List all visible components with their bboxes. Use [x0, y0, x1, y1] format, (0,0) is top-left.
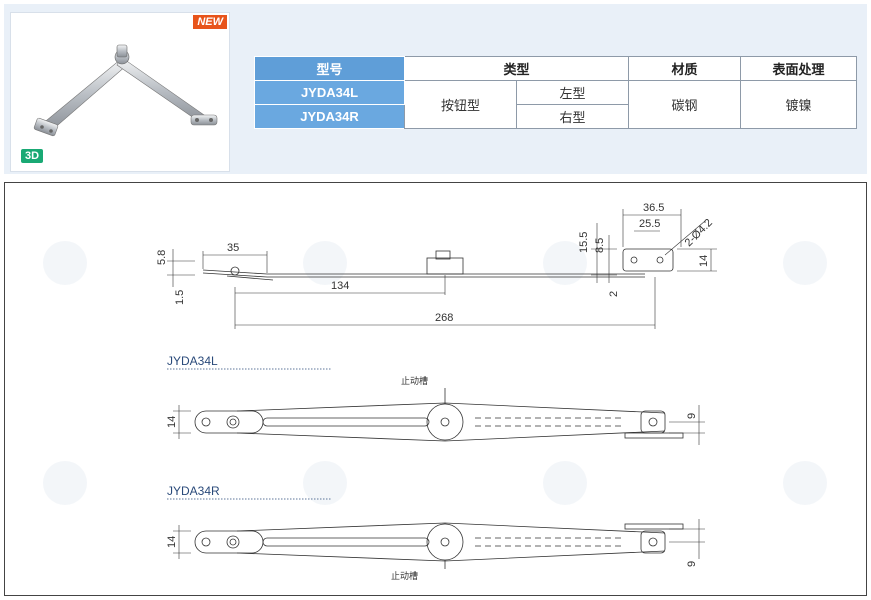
- table-row: JYDA34R 右型: [254, 104, 857, 129]
- spec-header-row: 型号 类型 材质 表面处理: [254, 56, 857, 81]
- lid-stay-image: [33, 44, 218, 137]
- dim-134: 134: [331, 280, 349, 292]
- type-main-cell: 按钮型: [404, 80, 517, 129]
- dim-5-8: 5.8: [156, 250, 168, 265]
- dim-9: 9: [686, 413, 698, 419]
- dim-8-5: 8.5: [594, 238, 606, 253]
- technical-drawing: 35 5.8 1.5 134 268 36.5 25.5 2-Ø4.2: [4, 182, 867, 596]
- watermark-logo: [43, 241, 827, 505]
- dim-15-5: 15.5: [578, 232, 590, 253]
- model-cell: JYDA34R: [254, 104, 405, 129]
- dim-268: 268: [435, 312, 453, 324]
- product-summary-panel: NEW 3D 型号 类型 材质 表面处理 JYDA34L 按钮型 左型 碳钢 镀…: [4, 4, 867, 174]
- header-model: 型号: [254, 56, 405, 81]
- top-view-left-labels: 14 9 止动槽: [166, 375, 698, 428]
- stop-groove-label: 止动槽: [401, 375, 428, 387]
- dim-36-5: 36.5: [643, 202, 664, 214]
- header-material: 材质: [628, 56, 741, 81]
- table-row: JYDA34L 按钮型 左型 碳钢 镀镍: [254, 80, 857, 129]
- top-view-right-labels: 14 9 止动槽: [166, 536, 698, 582]
- dim-35: 35: [227, 242, 239, 254]
- header-surface: 表面处理: [740, 56, 857, 81]
- dim-14: 14: [166, 536, 178, 548]
- variant-label-right: JYDA34R: [167, 484, 220, 498]
- side-view: [202, 248, 674, 281]
- top-view-left: [167, 368, 705, 445]
- surface-cell: 镀镍: [740, 80, 857, 129]
- new-badge: NEW: [193, 15, 227, 29]
- dim-14: 14: [698, 255, 710, 267]
- dim-2: 2: [608, 291, 620, 297]
- dim-14: 14: [166, 416, 178, 428]
- variant-label-left: JYDA34L: [167, 354, 218, 368]
- spec-table: 型号 类型 材质 表面处理 JYDA34L 按钮型 左型 碳钢 镀镍 JYDA3…: [254, 56, 857, 129]
- 3d-model-button[interactable]: 3D: [21, 149, 44, 163]
- model-cell: JYDA34L: [254, 80, 405, 105]
- material-cell: 碳钢: [628, 80, 741, 129]
- dim-1-5: 1.5: [174, 290, 186, 305]
- dim-25-5: 25.5: [639, 218, 660, 230]
- dim-9: 9: [686, 561, 698, 567]
- side-view-dimensions: 35 5.8 1.5 134 268 36.5 25.5 2-Ø4.2: [156, 202, 717, 329]
- product-photo: NEW 3D: [10, 12, 230, 172]
- dim-hole-spec: 2-Ø4.2: [683, 217, 715, 249]
- type-sub-cell: 右型: [516, 104, 629, 129]
- type-sub-cell: 左型: [516, 80, 629, 105]
- header-type: 类型: [404, 56, 629, 81]
- stop-groove-label: 止动槽: [391, 570, 418, 582]
- top-view-right: [167, 498, 705, 569]
- drawing-canvas: 35 5.8 1.5 134 268 36.5 25.5 2-Ø4.2: [43, 202, 827, 582]
